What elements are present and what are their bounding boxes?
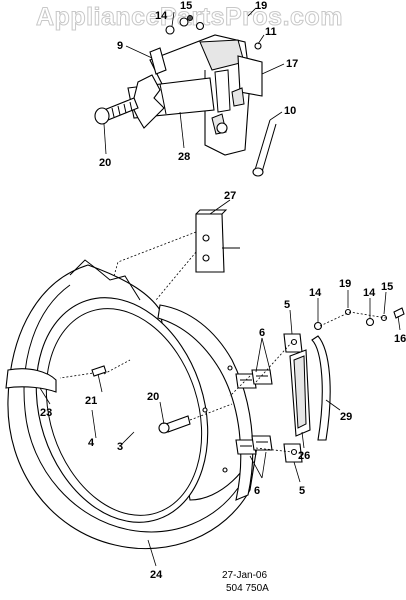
callout-29: 29 — [340, 411, 352, 423]
callout-28: 28 — [178, 151, 190, 163]
leader-lines — [39, 7, 401, 567]
callout-27: 27 — [224, 190, 236, 202]
callout-6-bottom: 6 — [254, 485, 260, 497]
callout-20-top: 20 — [99, 157, 111, 169]
callout-19-right: 19 — [339, 278, 351, 290]
callout-5-top: 5 — [284, 299, 290, 311]
callout-24: 24 — [150, 569, 163, 581]
callout-16: 16 — [394, 333, 406, 345]
callout-4: 4 — [88, 437, 95, 449]
footer-date: 27-Jan-06 — [222, 570, 267, 581]
hinge-right-parts — [229, 307, 405, 463]
callout-14-top: 14 — [155, 10, 168, 22]
callout-15-right: 15 — [381, 281, 393, 293]
callout-19-top: 19 — [255, 0, 267, 12]
mounting-plate-27 — [109, 209, 240, 301]
callout-3: 3 — [117, 441, 123, 453]
callout-15: 15 — [180, 0, 192, 12]
callout-10: 10 — [284, 105, 296, 117]
door-ring-assembly — [5, 259, 259, 550]
callout-9: 9 — [117, 40, 123, 52]
footer-code: 504 750A — [226, 583, 269, 594]
callout-23: 23 — [40, 407, 52, 419]
callout-labels: 15 14 19 9 11 17 10 20 28 27 5 14 19 14 … — [40, 0, 406, 581]
hinge-assembly — [94, 15, 277, 177]
callout-17: 17 — [286, 58, 298, 70]
callout-5-bottom: 5 — [299, 485, 305, 497]
callout-21: 21 — [85, 395, 97, 407]
callout-6-top: 6 — [259, 327, 265, 339]
callout-26: 26 — [298, 450, 310, 462]
callout-14-right2: 14 — [363, 287, 376, 299]
callout-20-mid: 20 — [147, 391, 159, 403]
diagram-footer: 27-Jan-06 504 750A — [222, 570, 269, 594]
callout-14-right: 14 — [309, 287, 322, 299]
callout-11: 11 — [265, 26, 277, 38]
